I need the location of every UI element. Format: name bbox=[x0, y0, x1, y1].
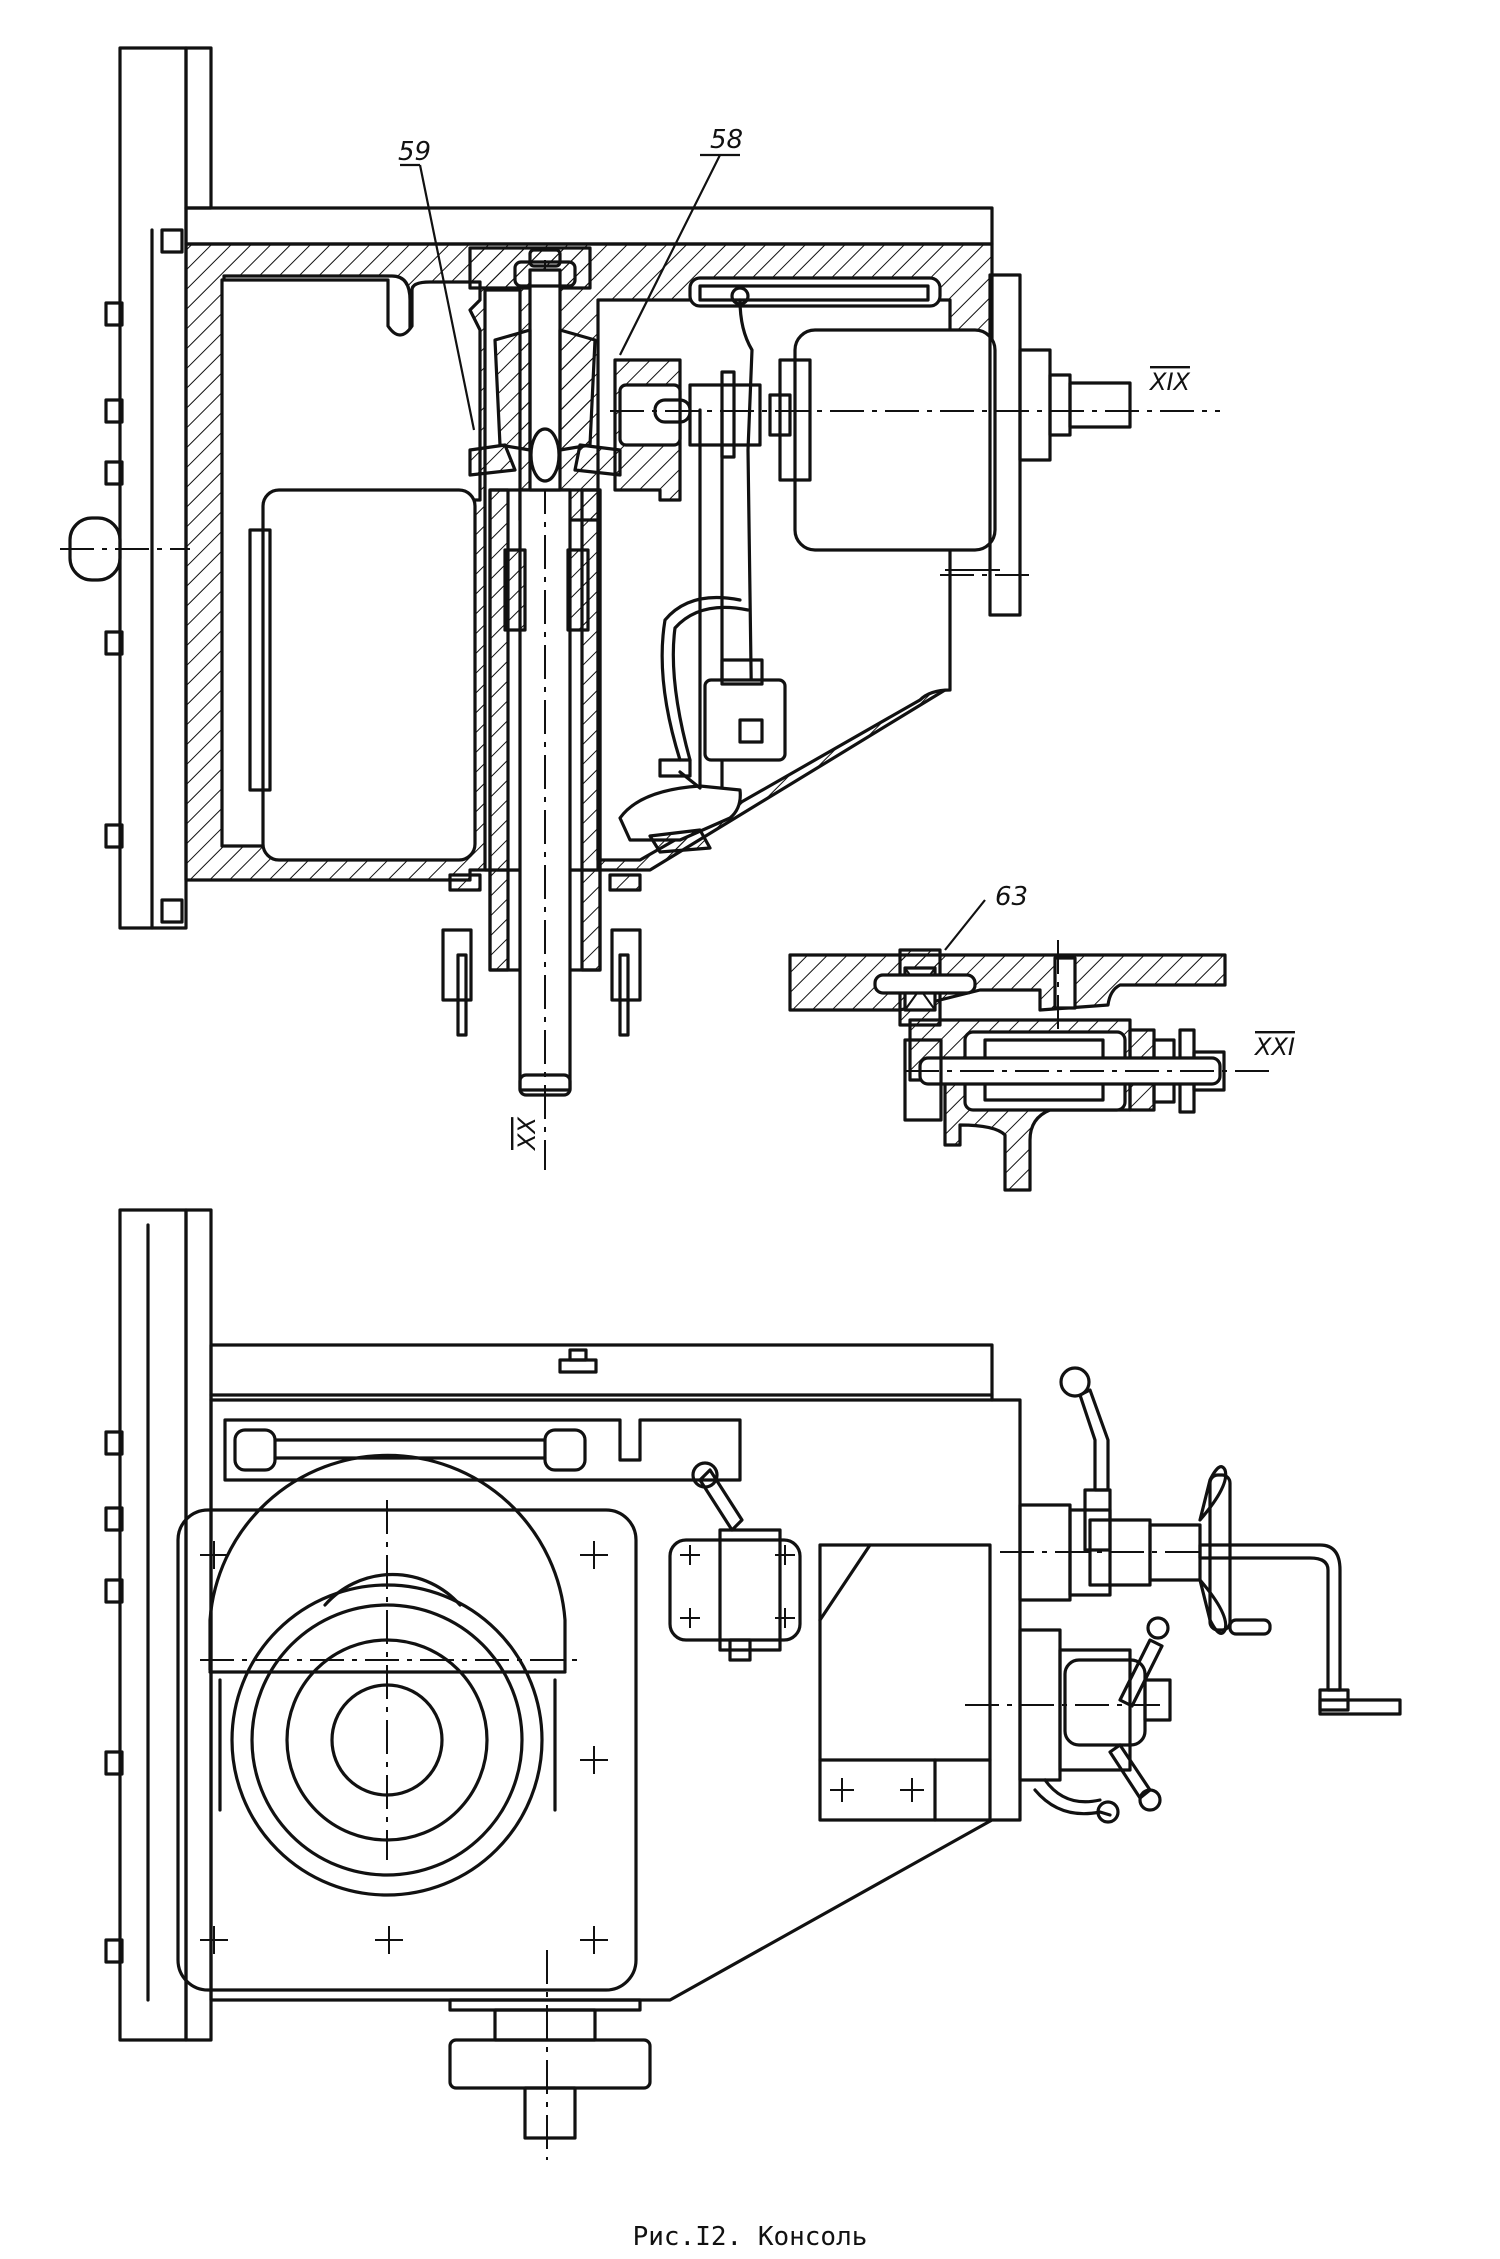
lower-lever-assembly bbox=[965, 1616, 1172, 1824]
section-xix-label: XIX bbox=[1148, 368, 1191, 396]
plate-lip bbox=[184, 46, 213, 210]
handwheel-assembly bbox=[1000, 1366, 1402, 1716]
sectional-view-top: 59 58 XIX XX bbox=[60, 46, 1220, 1170]
housing-top bbox=[184, 206, 994, 246]
gearbox-block bbox=[818, 1543, 992, 1822]
callout-63-label: 63 bbox=[995, 882, 1028, 912]
callout-59-label: 59 bbox=[398, 137, 431, 167]
vertical-shaft bbox=[441, 248, 642, 1170]
section-xxi-label: XXI bbox=[1253, 1033, 1295, 1061]
exterior-view-bottom bbox=[104, 1208, 1402, 2160]
gear-housing bbox=[208, 1453, 567, 1672]
interior-block bbox=[261, 488, 477, 862]
figure-caption: Рис.I2. Консоль bbox=[632, 2222, 868, 2252]
plate-bolts bbox=[104, 228, 184, 924]
console-body bbox=[209, 1343, 1022, 2002]
horizontal-shaft-assembly bbox=[610, 273, 1220, 854]
plate-bolts-lower bbox=[104, 1430, 124, 1964]
detail-xxi: 63 XXI bbox=[788, 882, 1295, 1192]
callout-58: 58 bbox=[619, 125, 743, 356]
callout-59: 59 bbox=[398, 137, 476, 431]
motor-body bbox=[793, 328, 997, 552]
cover-cross-marks bbox=[200, 1541, 608, 1954]
cover-plate bbox=[176, 1508, 638, 1992]
section-xx-label: XX bbox=[513, 1117, 541, 1152]
column-plate-lower bbox=[118, 1208, 188, 2042]
callout-58-label: 58 bbox=[710, 125, 743, 155]
